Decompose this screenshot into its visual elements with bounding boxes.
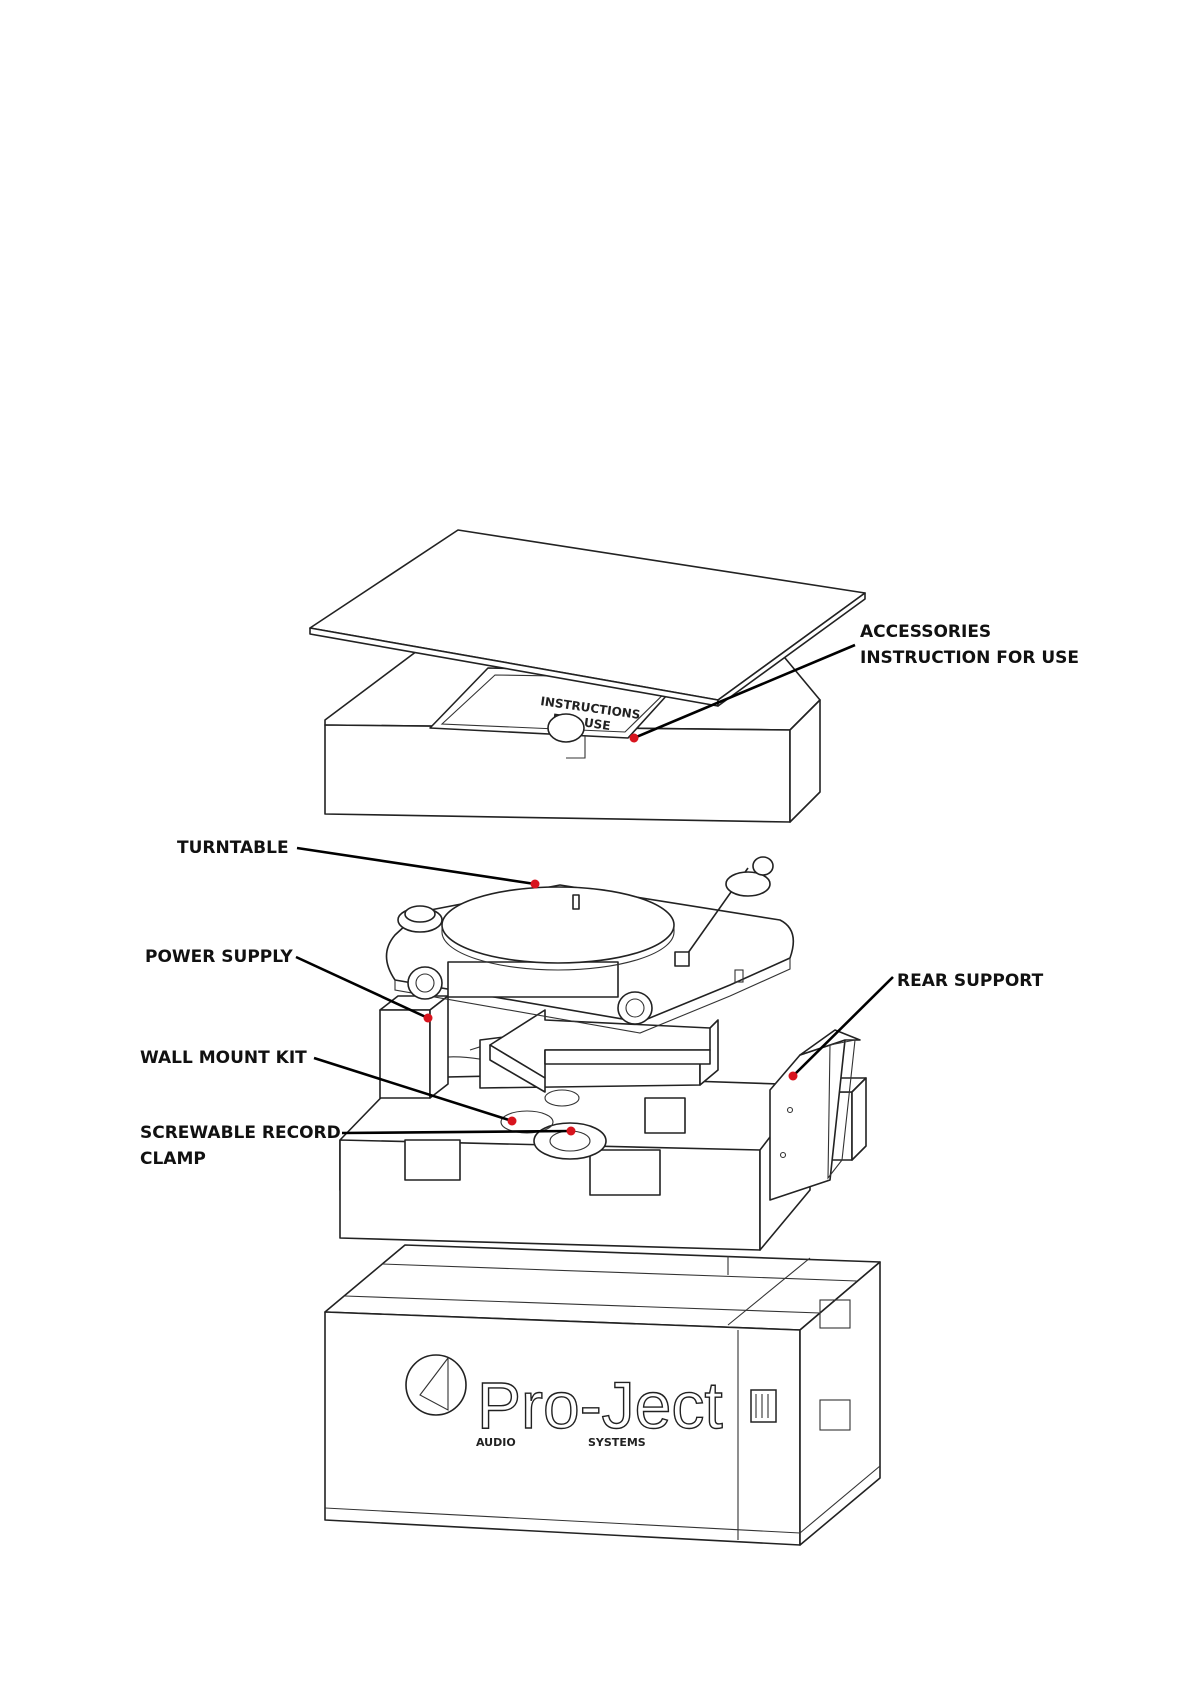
label-clamp: CLAMP bbox=[140, 1149, 206, 1169]
label-rear-support: REAR SUPPORT bbox=[897, 971, 1044, 991]
marker-rear-support bbox=[789, 1072, 798, 1081]
label-wall-mount-kit: WALL MOUNT KIT bbox=[140, 1048, 307, 1068]
label-power-supply: POWER SUPPLY bbox=[145, 947, 293, 967]
marker-turntable bbox=[531, 880, 540, 889]
marker-record-clamp bbox=[567, 1127, 576, 1136]
marker-accessories bbox=[630, 734, 639, 743]
brand-subtitle-left: AUDIO bbox=[476, 1436, 516, 1449]
label-screwable-record: SCREWABLE RECORD bbox=[140, 1123, 341, 1143]
label-turntable: TURNTABLE bbox=[177, 838, 289, 858]
marker-wall-mount bbox=[508, 1117, 517, 1126]
leader-turntable bbox=[297, 848, 535, 884]
label-instruction-for-use: INSTRUCTION FOR USE bbox=[860, 648, 1079, 668]
brand-name: Pro-Ject bbox=[477, 1368, 723, 1442]
shipping-box: Pro-Ject AUDIO SYSTEMS bbox=[325, 1245, 880, 1545]
brand-subtitle-right: SYSTEMS bbox=[588, 1436, 646, 1449]
pro-ject-logo-icon bbox=[406, 1355, 466, 1415]
label-accessories: ACCESSORIES bbox=[860, 622, 991, 642]
box-label-icon bbox=[751, 1390, 776, 1422]
marker-power-supply bbox=[424, 1014, 433, 1023]
